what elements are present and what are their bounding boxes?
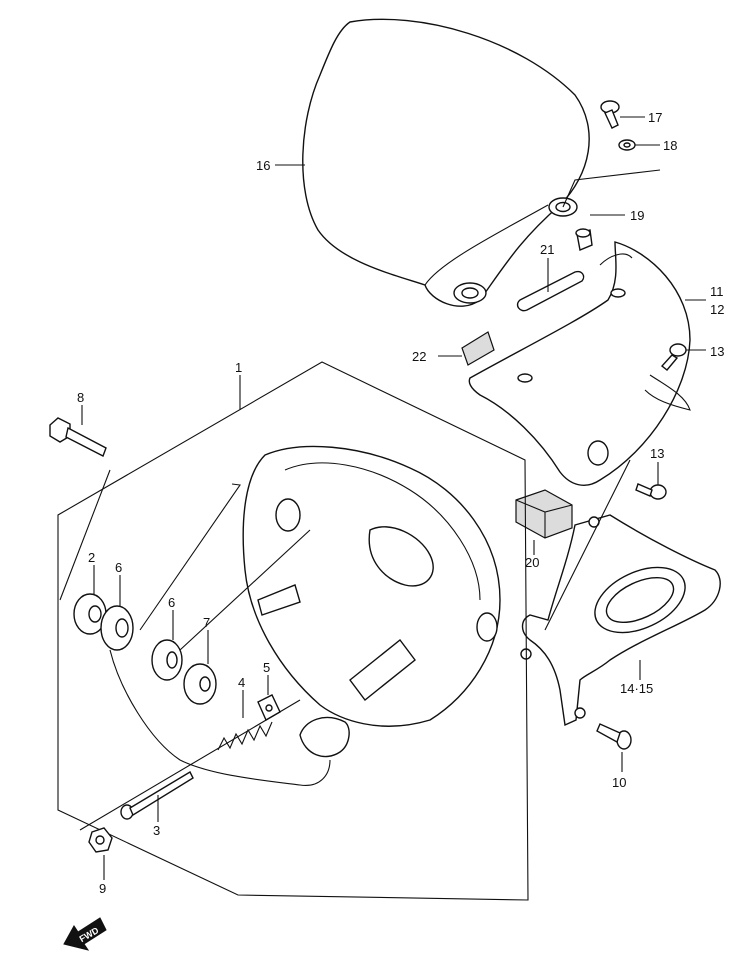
part-3-screw[interactable] — [120, 771, 194, 820]
part-21-strip[interactable] — [516, 270, 585, 312]
label-10: 10 — [612, 775, 626, 790]
label-14-15: 14·15 — [620, 681, 653, 696]
label-4: 4 — [238, 675, 245, 690]
label-6-left: 6 — [115, 560, 122, 575]
label-2: 2 — [88, 550, 95, 565]
forward-arrow: FWD — [63, 917, 107, 951]
label-13-lower: 13 — [650, 446, 664, 461]
part-4-spring[interactable] — [217, 721, 273, 751]
leader-lines — [59, 116, 706, 880]
part-labels: 16 17 18 19 21 11 12 22 13 13 20 14·15 1… — [77, 110, 724, 896]
part-14-15-bracket[interactable] — [520, 514, 721, 727]
label-22: 22 — [412, 349, 426, 364]
part-22-sticker[interactable] — [461, 331, 495, 366]
part-11-12-cover[interactable] — [468, 241, 691, 486]
part-8-bolt[interactable] — [49, 417, 107, 457]
label-5: 5 — [263, 660, 270, 675]
label-8: 8 — [77, 390, 84, 405]
label-13-upper: 13 — [710, 344, 724, 359]
label-11: 11 — [710, 284, 724, 299]
label-18: 18 — [663, 138, 677, 153]
label-19: 19 — [630, 208, 644, 223]
label-20: 20 — [525, 555, 539, 570]
part-6-rubber-right[interactable] — [151, 639, 183, 681]
part-10-screw[interactable] — [596, 723, 632, 750]
label-12: 12 — [710, 302, 724, 317]
part-7-collar[interactable] — [183, 663, 217, 705]
label-1: 1 — [235, 360, 242, 375]
label-3: 3 — [153, 823, 160, 838]
label-16: 16 — [256, 158, 270, 173]
part-19-grommet[interactable] — [575, 228, 593, 251]
part-9-nut[interactable] — [88, 827, 113, 853]
part-1-housing[interactable] — [57, 361, 529, 901]
part-16-visor[interactable] — [302, 18, 590, 307]
adjusting-wire — [109, 649, 350, 786]
label-6-right: 6 — [168, 595, 175, 610]
label-17: 17 — [648, 110, 662, 125]
label-9: 9 — [99, 881, 106, 896]
part-20-block[interactable] — [515, 489, 573, 539]
part-17-screw[interactable] — [600, 100, 620, 129]
part-6-rubber-left[interactable] — [100, 605, 134, 651]
part-18-washer[interactable] — [618, 139, 636, 151]
part-5-nut[interactable] — [257, 694, 281, 721]
part-13-screw-lower[interactable] — [635, 483, 667, 500]
label-21: 21 — [540, 242, 554, 257]
label-7: 7 — [203, 615, 210, 630]
